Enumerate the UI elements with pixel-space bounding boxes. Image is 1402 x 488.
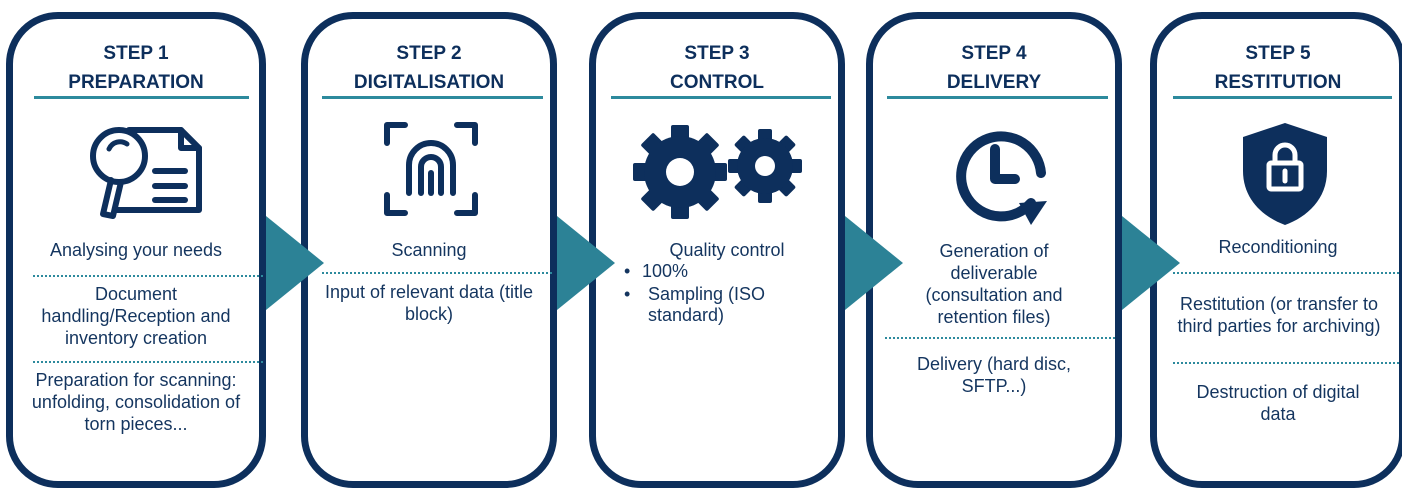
step-card-preparation: STEP 1 PREPARATION Analysing your needs … bbox=[6, 12, 266, 488]
step-item-2: Delivery (hard disc, SFTP...) bbox=[916, 354, 1072, 396]
header-divider bbox=[611, 96, 831, 99]
step-card-delivery: STEP 4 DELIVERY Generation of deliverabl… bbox=[866, 12, 1122, 488]
dotted-divider bbox=[322, 272, 552, 274]
flow-arrow-1 bbox=[266, 216, 324, 310]
step-item-2: Input of relevant data (title block) bbox=[324, 282, 534, 324]
step-number: STEP 1 bbox=[103, 43, 169, 64]
step-item-1: Scanning bbox=[391, 240, 467, 260]
dotted-divider bbox=[1173, 362, 1399, 364]
step-title: PREPARATION bbox=[68, 72, 204, 93]
step-card-restitution: STEP 5 RESTITUTION Reconditioning Restit… bbox=[1150, 12, 1402, 488]
step-item-2: Restitution (or transfer to third partie… bbox=[1177, 294, 1381, 336]
step-title: DIGITALISATION bbox=[353, 72, 505, 93]
step-header: STEP 4 DELIVERY bbox=[873, 39, 1115, 97]
step-header: STEP 1 PREPARATION bbox=[13, 39, 259, 97]
header-divider bbox=[34, 96, 249, 99]
dotted-divider bbox=[33, 361, 263, 363]
step-item-1: Generation of deliverable (consultation … bbox=[925, 241, 1063, 327]
step-header: STEP 5 RESTITUTION bbox=[1157, 39, 1399, 97]
dotted-divider bbox=[33, 275, 263, 277]
step-item-title: Quality control bbox=[669, 240, 785, 260]
flow-arrow-2 bbox=[557, 216, 615, 310]
step-number: STEP 2 bbox=[396, 43, 462, 64]
header-divider bbox=[887, 96, 1108, 99]
step-number: STEP 4 bbox=[961, 43, 1027, 64]
header-divider bbox=[322, 96, 543, 99]
step-header: STEP 2 DIGITALISATION bbox=[308, 39, 550, 97]
step-card-control: STEP 3 CONTROL Quality control •100% bbox=[589, 12, 845, 488]
flow-arrow-3 bbox=[845, 216, 903, 310]
step-item-1: Analysing your needs bbox=[49, 240, 223, 260]
fingerprint-scan-icon bbox=[384, 122, 478, 216]
bullet-item: •100% bbox=[624, 261, 689, 281]
dotted-divider bbox=[885, 337, 1115, 339]
flow-arrow-4 bbox=[1122, 216, 1180, 310]
step-title: CONTROL bbox=[670, 72, 764, 93]
step-item-3: Preparation for scanning: unfolding, con… bbox=[31, 370, 241, 434]
step-header: STEP 3 CONTROL bbox=[596, 39, 838, 97]
shield-lock-icon bbox=[1243, 123, 1327, 225]
step-title: RESTITUTION bbox=[1214, 72, 1342, 93]
bullet-item: •Sampling (ISO standard) bbox=[624, 284, 766, 325]
step-number: STEP 3 bbox=[684, 43, 750, 64]
dotted-divider bbox=[1173, 272, 1399, 274]
clock-icon bbox=[956, 131, 1047, 225]
step-card-digitalisation: STEP 2 DIGITALISATION Scanning Input of … bbox=[301, 12, 557, 488]
step-item-2: Document handling/Reception and inventor… bbox=[41, 284, 231, 348]
document-search-icon bbox=[90, 127, 202, 219]
header-divider bbox=[1173, 96, 1392, 99]
step-item-1: Reconditioning bbox=[1218, 237, 1338, 257]
bullet-list: •100% •Sampling (ISO standard) bbox=[624, 261, 804, 326]
step-title: DELIVERY bbox=[946, 72, 1042, 93]
step-number: STEP 5 bbox=[1245, 43, 1311, 64]
step-item-3: Destruction of digital data bbox=[1196, 382, 1360, 424]
gears-icon bbox=[633, 125, 802, 219]
